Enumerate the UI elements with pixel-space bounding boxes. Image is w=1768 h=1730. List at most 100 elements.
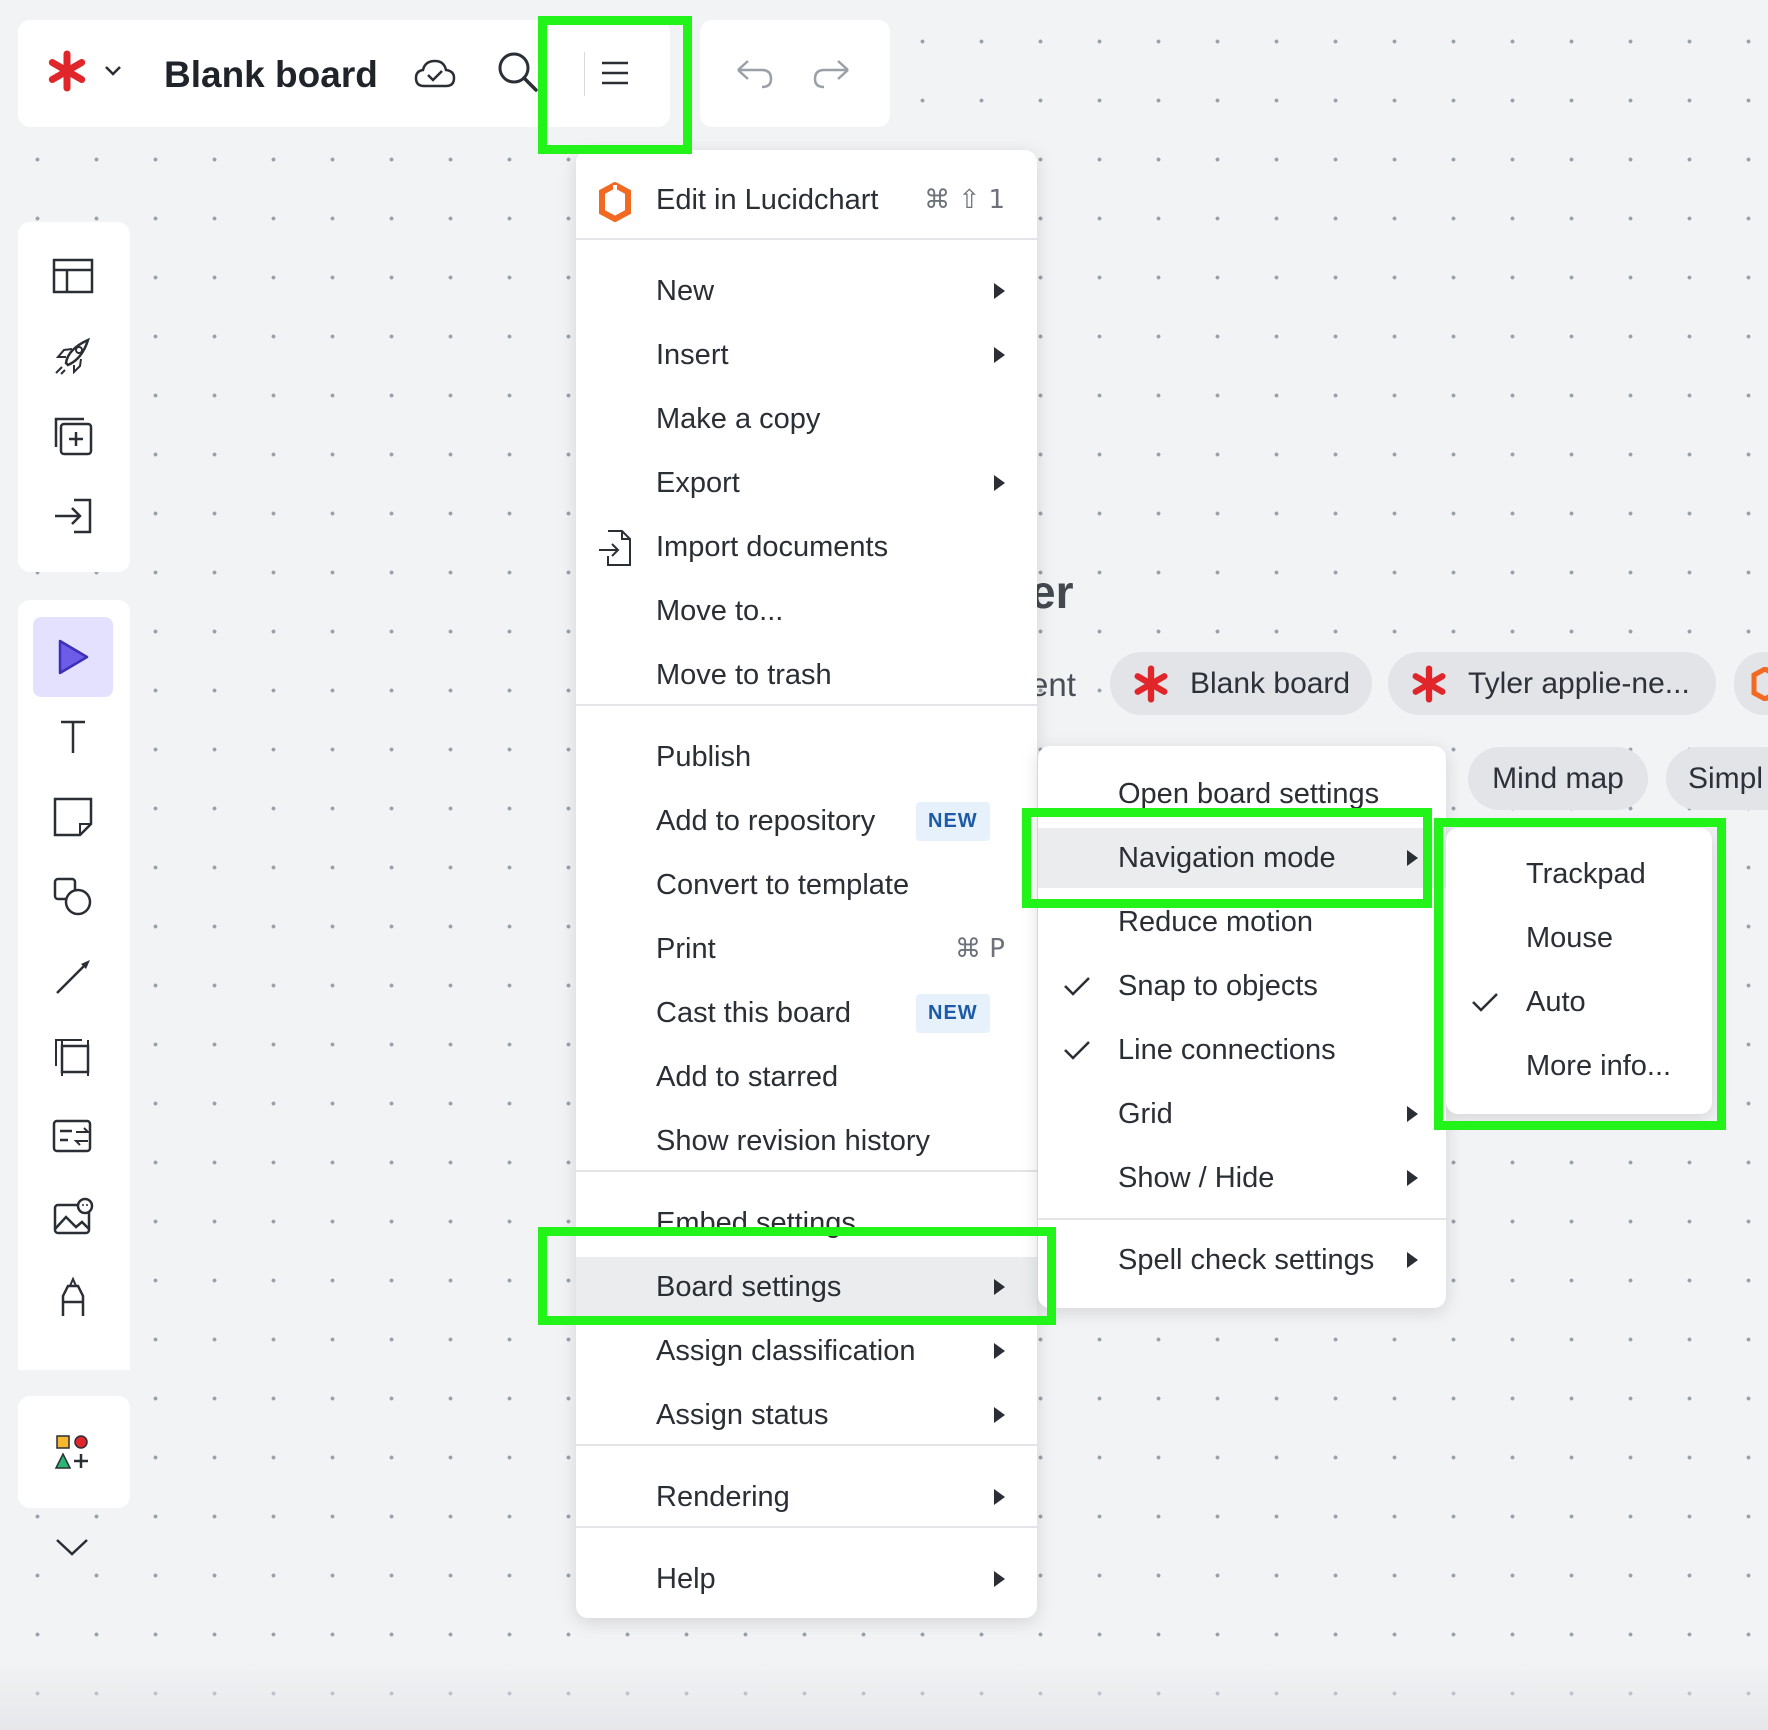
menu-item-line-connections[interactable]: Line connections	[1038, 1020, 1446, 1080]
menu-item-label: Embed settings	[656, 1206, 856, 1239]
submenu-arrow-icon	[994, 1571, 1005, 1587]
add-frame-icon[interactable]	[33, 396, 113, 476]
menu-item-reduce-motion[interactable]: Reduce motion	[1038, 892, 1446, 952]
collapse-toolbar-icon[interactable]	[54, 1536, 90, 1558]
menu-item-cast-this-board[interactable]: Cast this board NEW	[576, 983, 1037, 1043]
new-badge: NEW	[916, 993, 990, 1033]
submenu-arrow-icon	[994, 475, 1005, 491]
menu-item-auto[interactable]: Auto	[1446, 972, 1712, 1032]
cloud-check-icon[interactable]	[414, 58, 456, 90]
recent-board-pill[interactable]: Tyler applie-ne...	[1388, 652, 1716, 715]
template-pill-label: Simpl	[1688, 761, 1764, 795]
menu-item-convert-to-template[interactable]: Convert to template	[576, 855, 1037, 915]
menu-item-more-info[interactable]: More info...	[1446, 1036, 1712, 1096]
menu-item-label: Assign classification	[656, 1334, 916, 1367]
menu-item-label: Line connections	[1118, 1033, 1336, 1066]
pen-tool-icon[interactable]	[33, 1257, 113, 1337]
frame-tool-icon[interactable]	[33, 1017, 113, 1097]
undo-icon[interactable]	[734, 58, 774, 90]
table-swap-icon[interactable]	[33, 1097, 113, 1177]
menu-item-snap-to-objects[interactable]: Snap to objects	[1038, 956, 1446, 1016]
menu-item-help[interactable]: Help	[576, 1549, 1037, 1609]
checkmark-icon	[1062, 974, 1092, 998]
menu-item-insert[interactable]: Insert	[576, 325, 1037, 385]
menu-item-assign-classification[interactable]: Assign classification	[576, 1321, 1037, 1381]
import-document-icon	[596, 528, 634, 568]
board-title[interactable]: Blank board	[164, 54, 378, 95]
redo-icon[interactable]	[812, 58, 852, 90]
text-tool-icon[interactable]	[33, 697, 113, 777]
shapes-icon[interactable]	[33, 857, 113, 937]
navigation-mode-submenu: Trackpad Mouse Auto More info...	[1446, 828, 1712, 1114]
image-sticker-icon[interactable]	[33, 1177, 113, 1257]
recent-label-fragment: ent	[1030, 666, 1076, 703]
menu-item-board-settings[interactable]: Board settings	[576, 1257, 1037, 1317]
menu-item-embed-settings[interactable]: Embed settings	[576, 1193, 1037, 1253]
menu-item-trackpad[interactable]: Trackpad	[1446, 844, 1712, 904]
sticky-note-icon[interactable]	[33, 777, 113, 857]
toolbar-divider	[584, 52, 585, 96]
menu-divider	[576, 1526, 1037, 1528]
top-toolbar: Blank board	[18, 20, 670, 127]
menu-item-label: Export	[656, 466, 740, 499]
menu-item-add-to-starred[interactable]: Add to starred	[576, 1047, 1037, 1107]
menu-item-show-hide[interactable]: Show / Hide	[1038, 1148, 1446, 1208]
menu-item-label: Assign status	[656, 1398, 829, 1431]
menu-item-print[interactable]: Print⌘ P	[576, 919, 1037, 979]
import-icon[interactable]	[33, 476, 113, 556]
menu-item-edit-in-lucidchart[interactable]: Edit in Lucidchart ⌘ ⇧ 1	[576, 169, 1037, 231]
checkmark-icon	[1062, 1038, 1092, 1062]
menu-item-new[interactable]: New	[576, 261, 1037, 321]
recent-board-pill-partial[interactable]	[1734, 652, 1768, 715]
submenu-arrow-icon	[994, 1343, 1005, 1359]
menu-item-label: Mouse	[1526, 921, 1614, 954]
template-pill-label: Mind map	[1492, 761, 1624, 795]
template-pill[interactable]: Simpl	[1666, 747, 1768, 810]
select-tool-icon[interactable]	[33, 617, 113, 697]
menu-item-label: Cast this board	[656, 996, 852, 1029]
shape-library-icon[interactable]	[33, 1412, 113, 1492]
menu-item-label: Add to repository	[656, 804, 876, 837]
main-menu: Edit in Lucidchart ⌘ ⇧ 1 New Insert Make…	[576, 150, 1037, 1618]
rocket-icon[interactable]	[33, 316, 113, 396]
menu-item-spell-check-settings[interactable]: Spell check settings	[1038, 1230, 1446, 1290]
menu-item-label: Add to starred	[656, 1060, 839, 1093]
menu-item-grid[interactable]: Grid	[1038, 1084, 1446, 1144]
lucid-asterisk-icon	[1132, 664, 1170, 703]
submenu-arrow-icon	[994, 347, 1005, 363]
menu-item-make-a-copy[interactable]: Make a copy	[576, 389, 1037, 449]
menu-item-assign-status[interactable]: Assign status	[576, 1385, 1037, 1445]
search-icon[interactable]	[496, 50, 540, 94]
menu-divider	[1038, 1218, 1446, 1220]
menu-item-label: Help	[656, 1562, 716, 1595]
menu-item-move-to[interactable]: Move to...	[576, 581, 1037, 641]
menu-item-label: Insert	[656, 338, 729, 371]
recent-board-pill[interactable]: Blank board	[1110, 652, 1372, 715]
line-tool-icon[interactable]	[33, 937, 113, 1017]
menu-item-export[interactable]: Export	[576, 453, 1037, 513]
template-pill[interactable]: Mind map	[1468, 747, 1648, 810]
menu-item-publish[interactable]: Publish	[576, 727, 1037, 787]
menu-divider	[576, 704, 1037, 706]
menu-item-label: New	[656, 274, 715, 307]
chevron-down-icon[interactable]	[104, 65, 122, 77]
menu-item-label: Import documents	[656, 530, 889, 563]
menu-divider	[576, 238, 1037, 240]
menu-item-mouse[interactable]: Mouse	[1446, 908, 1712, 968]
left-toolbar-apps	[18, 1396, 130, 1508]
menu-item-label: Rendering	[656, 1480, 790, 1513]
menu-item-import-documents[interactable]: Import documents	[576, 517, 1037, 577]
lucid-logo-icon[interactable]	[46, 50, 88, 92]
menu-item-label: Grid	[1118, 1097, 1173, 1130]
menu-item-open-board-settings[interactable]: Open board settings	[1038, 764, 1446, 824]
templates-icon[interactable]	[33, 236, 113, 316]
menu-divider	[576, 1444, 1037, 1446]
menu-item-rendering[interactable]: Rendering	[576, 1467, 1037, 1527]
menu-item-navigation-mode[interactable]: Navigation mode	[1038, 828, 1446, 888]
menu-item-show-revision-history[interactable]: Show revision history	[576, 1111, 1037, 1171]
hamburger-menu-icon[interactable]	[600, 60, 630, 86]
recent-board-label: Blank board	[1190, 666, 1351, 700]
menu-item-move-to-trash[interactable]: Move to trash	[576, 645, 1037, 705]
menu-item-label: Snap to objects	[1118, 969, 1318, 1002]
